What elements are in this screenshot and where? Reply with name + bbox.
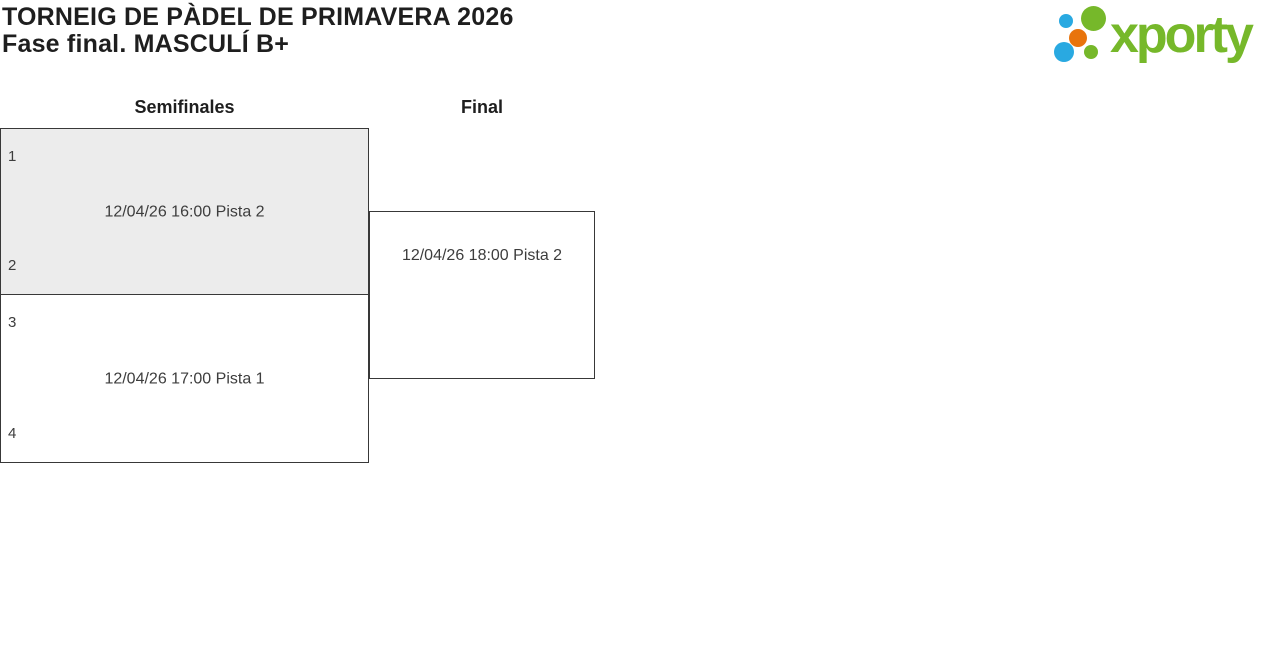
seed-number-2: 2 bbox=[8, 257, 17, 274]
page-title: TORNEIG DE PÀDEL DE PRIMAVERA 2026 Fase … bbox=[2, 4, 514, 57]
logo-dot-icon bbox=[1081, 6, 1106, 31]
match-semifinal-1[interactable]: 1 12/04/26 16:00 Pista 2 2 bbox=[0, 128, 369, 295]
logo-dot-icon bbox=[1054, 42, 1074, 62]
logo-dot-icon bbox=[1084, 45, 1098, 59]
xporty-logo-text: xporty bbox=[1110, 6, 1254, 64]
match-schedule: 12/04/26 18:00 Pista 2 bbox=[401, 247, 563, 264]
phase-category: Fase final. MASCULÍ B+ bbox=[2, 29, 290, 58]
xporty-logo[interactable]: xporty bbox=[1050, 0, 1280, 75]
tournament-name: TORNEIG DE PÀDEL DE PRIMAVERA 2026 bbox=[2, 3, 514, 31]
round-header-final: Final bbox=[460, 97, 503, 117]
match-schedule: 12/04/26 16:00 Pista 2 bbox=[104, 203, 265, 220]
match-semifinal-2[interactable]: 3 12/04/26 17:00 Pista 1 4 bbox=[0, 294, 369, 463]
logo-dot-icon bbox=[1059, 14, 1073, 28]
logo-dot-icon bbox=[1069, 29, 1087, 47]
match-final[interactable]: 12/04/26 18:00 Pista 2 bbox=[369, 211, 595, 379]
seed-number-3: 3 bbox=[8, 314, 17, 331]
match-schedule: 12/04/26 17:00 Pista 1 bbox=[104, 370, 265, 387]
seed-number-1: 1 bbox=[8, 148, 17, 165]
seed-number-4: 4 bbox=[8, 425, 17, 442]
round-header-semifinals: Semifinales bbox=[134, 97, 235, 117]
